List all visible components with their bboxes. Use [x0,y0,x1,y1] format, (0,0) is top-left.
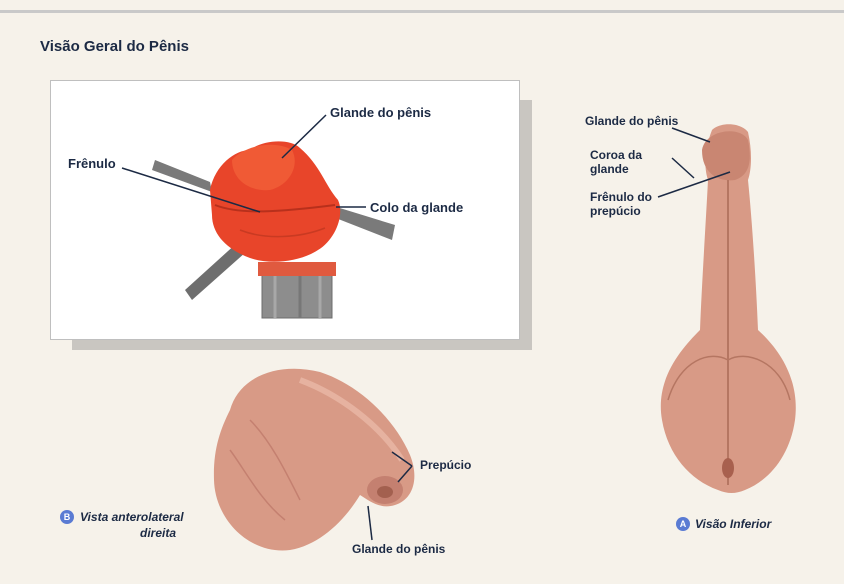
inferior-view-illustration [661,124,796,493]
leader-lines [122,115,730,540]
label-corona-line1: Coroa da [590,148,642,162]
caption-inferior: Visão Inferior [695,517,771,531]
label-frenulum-panel: Frênulo [68,156,116,171]
label-neck-panel: Colo da glande [370,200,463,215]
label-glans-inferior: Glande do pênis [585,114,678,128]
label-glans-anterolateral: Glande do pênis [352,542,445,556]
glans-detail-illustration [152,141,395,318]
anterolateral-view-illustration [214,369,414,551]
caption-anterolateral-line1: Vista anterolateral [80,510,184,524]
badge-b: B [60,510,74,524]
badge-a: A [676,517,690,531]
label-frenulum-line1: Frênulo do [590,190,652,204]
label-frenulum-line2: prepúcio [590,204,641,218]
label-prepuce: Prepúcio [420,458,471,472]
label-corona-line2: glande [590,162,629,176]
label-glans-panel: Glande do pênis [330,105,431,120]
caption-anterolateral-line2: direita [140,526,176,540]
